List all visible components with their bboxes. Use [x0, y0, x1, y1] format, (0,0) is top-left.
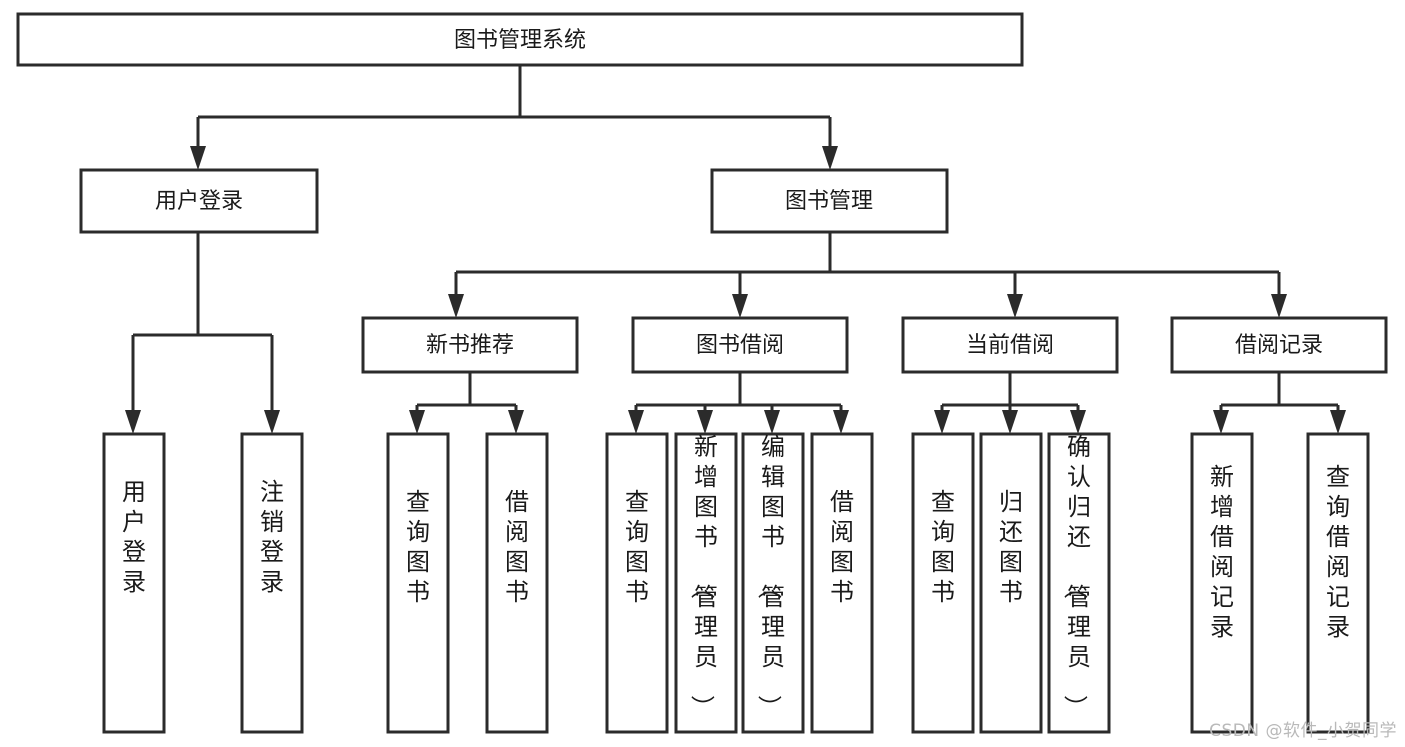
node-leaf-query-book-2[interactable]: 查询图书	[605, 432, 669, 734]
node-book-borrow-label: 图书借阅	[696, 333, 784, 358]
node-leaf-borrow-book-1[interactable]: 借阅图书	[485, 432, 549, 734]
node-leaf-add-record[interactable]: 新增借阅记录	[1190, 432, 1254, 734]
node-leaf-edit-book[interactable]: 编辑图书（管理员）	[741, 432, 805, 734]
node-leaf-edit-book-box[interactable]	[741, 432, 805, 734]
node-user-login-label: 用户登录	[155, 189, 243, 214]
node-new-book-recommend-box[interactable]	[361, 316, 579, 374]
arrow-head-leaf-user-login	[125, 410, 141, 434]
node-root[interactable]: 图书管理系统	[16, 12, 1024, 67]
leaf-nodes-layer: 用户登录 注销登录 查询图书 借阅图书 查询图书 新增图书（管理员）	[102, 432, 1370, 734]
node-leaf-query-record-label: 查询借阅记录	[1326, 463, 1350, 641]
arrow-head-leaf-borrow-book-1	[508, 410, 524, 434]
arrow-head-leaf-confirm-return	[1070, 410, 1086, 434]
node-book-borrow[interactable]: 图书借阅	[631, 316, 849, 374]
node-root-box[interactable]	[16, 12, 1024, 67]
arrow-head-leaf-borrow-book-2	[833, 410, 849, 434]
node-current-borrow-box[interactable]	[901, 316, 1119, 374]
node-leaf-query-book-1[interactable]: 查询图书	[386, 432, 450, 734]
arrow-head-leaf-query-record	[1330, 410, 1346, 434]
node-borrow-record-box[interactable]	[1170, 316, 1388, 374]
node-leaf-user-login-box[interactable]	[102, 432, 166, 734]
node-leaf-query-book-3[interactable]: 查询图书	[911, 432, 975, 734]
node-leaf-query-book-1-label: 查询图书	[406, 488, 430, 606]
arrow-head-leaf-edit-book	[764, 410, 780, 434]
node-leaf-user-logout[interactable]: 注销登录	[240, 432, 304, 734]
arrow-head-current-borrow	[1007, 294, 1023, 318]
node-leaf-user-logout-label: 注销登录	[260, 478, 284, 596]
csdn-watermark: CSDN @软件_小贺同学	[1209, 721, 1397, 741]
node-book-manage[interactable]: 图书管理	[710, 168, 949, 234]
node-leaf-borrow-book-2-label: 借阅图书	[830, 488, 854, 606]
node-leaf-add-book[interactable]: 新增图书（管理员）	[674, 432, 738, 734]
arrow-head-leaf-query-book-2	[628, 410, 644, 434]
node-leaf-query-record[interactable]: 查询借阅记录	[1306, 432, 1370, 734]
arrow-head-book-borrow	[732, 294, 748, 318]
node-leaf-query-book-2-label: 查询图书	[625, 488, 649, 606]
node-leaf-query-record-box[interactable]	[1306, 432, 1370, 734]
arrow-head-leaf-add-book	[697, 410, 713, 434]
node-current-borrow-label: 当前借阅	[966, 333, 1054, 358]
arrow-head-leaf-query-book-3	[934, 410, 950, 434]
node-leaf-query-book-1-box[interactable]	[386, 432, 450, 734]
arrow-head-leaf-return-book	[1002, 410, 1018, 434]
node-book-manage-box[interactable]	[710, 168, 949, 234]
node-leaf-confirm-return[interactable]: 确认归还（管理员）	[1047, 432, 1111, 734]
node-leaf-confirm-return-label: 确认归还（管理员）	[1061, 433, 1091, 719]
node-leaf-add-record-label: 新增借阅记录	[1210, 463, 1234, 641]
node-leaf-add-book-label: 新增图书（管理员）	[688, 433, 718, 719]
arrow-head-leaf-add-record	[1213, 410, 1229, 434]
node-leaf-return-book[interactable]: 归还图书	[979, 432, 1043, 734]
arrow-head-borrow-record	[1271, 294, 1287, 318]
node-leaf-borrow-book-1-label: 借阅图书	[505, 488, 529, 606]
node-leaf-query-book-3-box[interactable]	[911, 432, 975, 734]
arrow-head-book-manage	[822, 146, 838, 170]
node-leaf-add-book-box[interactable]	[674, 432, 738, 734]
arrow-head-leaf-user-logout	[264, 410, 280, 434]
node-current-borrow[interactable]: 当前借阅	[901, 316, 1119, 374]
node-leaf-confirm-return-box[interactable]	[1047, 432, 1111, 734]
node-root-label: 图书管理系统	[454, 28, 586, 53]
node-leaf-borrow-book-2[interactable]: 借阅图书	[810, 432, 874, 734]
connector-layer	[125, 65, 1346, 434]
node-book-borrow-box[interactable]	[631, 316, 849, 374]
node-leaf-edit-book-label: 编辑图书（管理员）	[755, 433, 785, 719]
node-borrow-record-label: 借阅记录	[1235, 333, 1323, 358]
node-leaf-borrow-book-1-box[interactable]	[485, 432, 549, 734]
node-leaf-query-book-3-label: 查询图书	[931, 488, 955, 606]
node-book-manage-label: 图书管理	[785, 189, 873, 214]
node-leaf-add-record-box[interactable]	[1190, 432, 1254, 734]
node-leaf-query-book-2-box[interactable]	[605, 432, 669, 734]
arrow-head-user-login	[190, 146, 206, 170]
node-user-login-box[interactable]	[79, 168, 319, 234]
node-leaf-user-login-label: 用户登录	[122, 478, 146, 596]
node-leaf-return-book-label: 归还图书	[999, 488, 1023, 606]
node-borrow-record[interactable]: 借阅记录	[1170, 316, 1388, 374]
node-leaf-borrow-book-2-box[interactable]	[810, 432, 874, 734]
node-leaf-return-book-box[interactable]	[979, 432, 1043, 734]
node-leaf-user-login[interactable]: 用户登录	[102, 432, 166, 734]
node-new-book-recommend-label: 新书推荐	[426, 333, 514, 358]
arrow-head-leaf-query-book-1	[409, 410, 425, 434]
arrow-head-new-book-recommend	[448, 294, 464, 318]
node-new-book-recommend[interactable]: 新书推荐	[361, 316, 579, 374]
node-leaf-user-logout-box[interactable]	[240, 432, 304, 734]
node-user-login[interactable]: 用户登录	[79, 168, 319, 234]
